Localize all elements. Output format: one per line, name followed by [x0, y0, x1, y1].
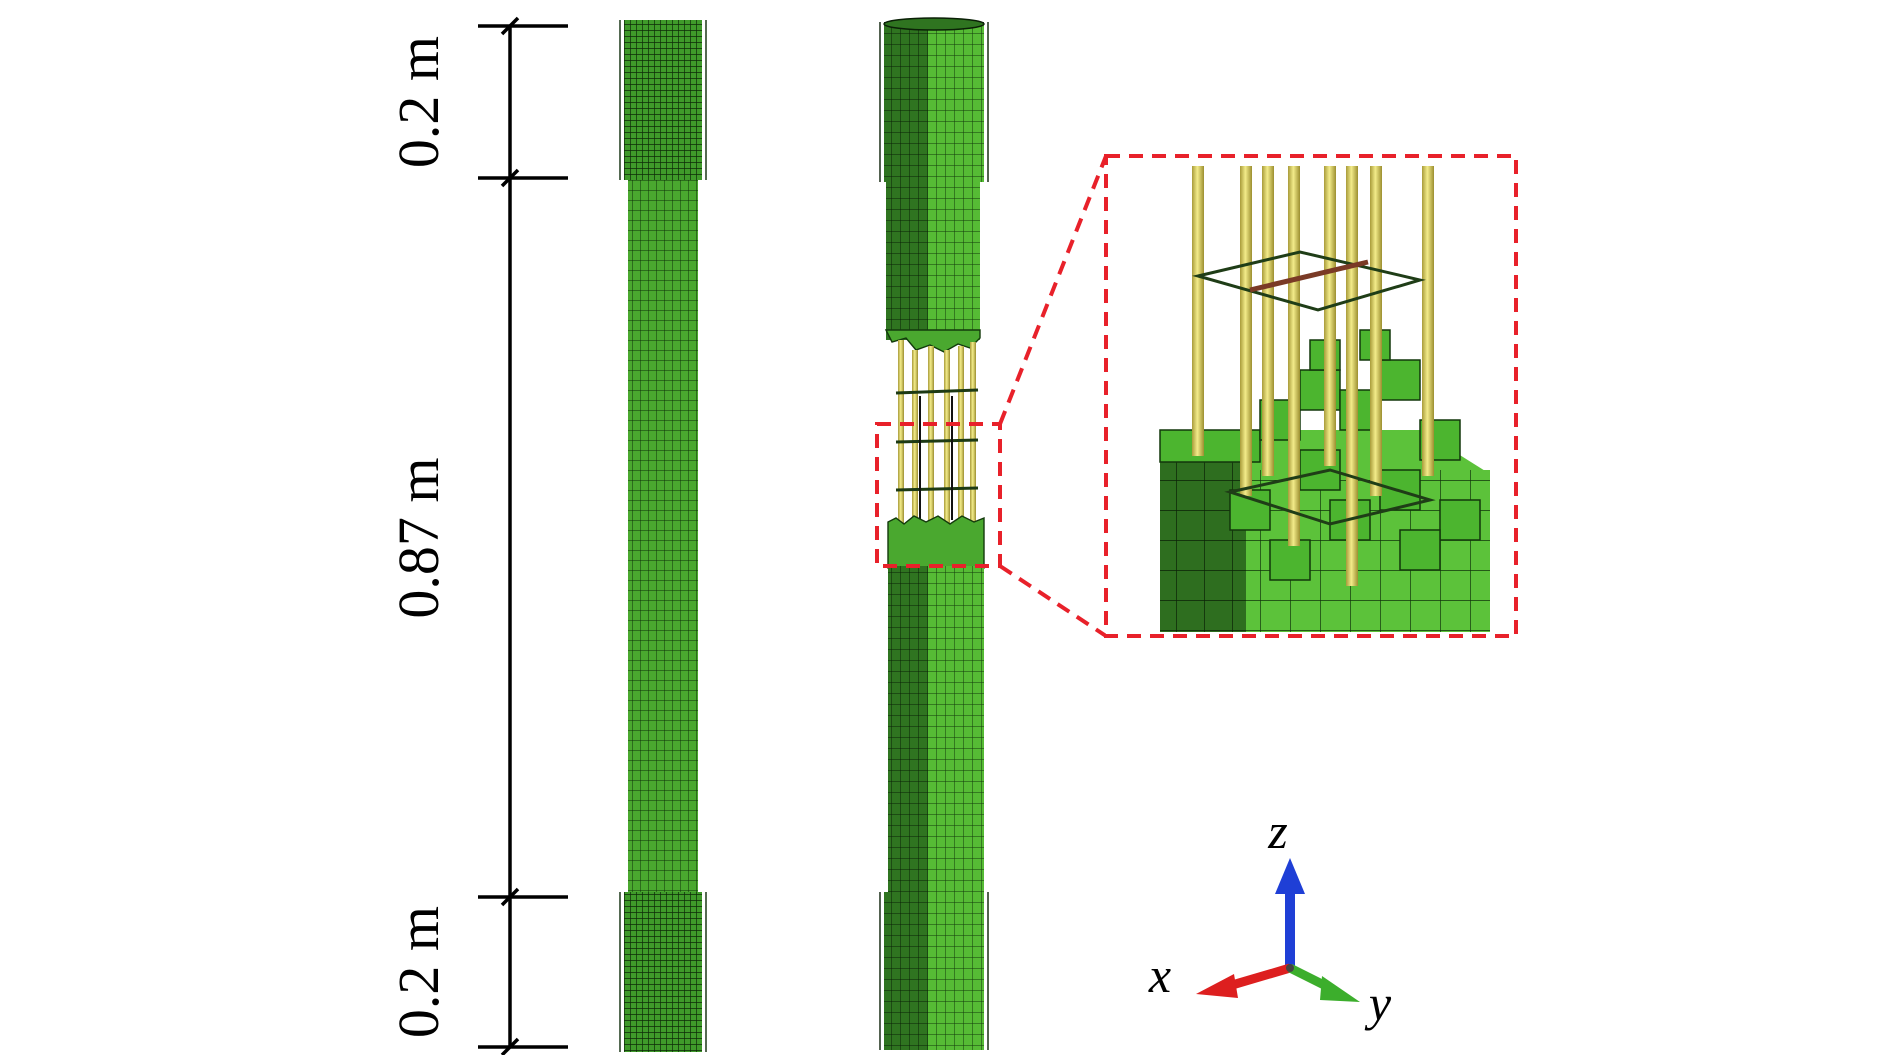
intact-column-mesh [619, 20, 707, 1052]
damaged-column-lower-side [888, 566, 928, 896]
z-axis-label: z [1267, 803, 1287, 859]
zoom-block-side [1160, 460, 1246, 632]
callout-line-top [998, 155, 1108, 425]
zoom-inset-border [1104, 154, 1518, 638]
damaged-column-top-front [928, 22, 984, 182]
dim-label-top: 0.2 m [386, 36, 451, 168]
damaged-column-lower-front [928, 566, 984, 896]
damage-zone-highlight [875, 422, 1002, 568]
intact-column-middle [628, 180, 698, 892]
exposed-rebar-cage [895, 340, 979, 532]
damaged-column-upper-front [928, 182, 980, 340]
damaged-column-upper-side [886, 182, 928, 340]
dim-label-bottom: 0.2 m [386, 906, 451, 1038]
damaged-column-bottom-front [928, 892, 984, 1050]
damaged-column-bottom-side [884, 892, 928, 1050]
intact-column-bottom-block [624, 892, 702, 1052]
dim-label-middle: 0.87 m [386, 457, 451, 618]
y-axis-label: y [1364, 975, 1392, 1031]
x-axis-label: x [1148, 947, 1171, 1003]
damaged-column-top-side [884, 22, 928, 182]
damaged-column-model [879, 17, 989, 1050]
intact-column-top-block [624, 20, 702, 180]
zoom-inset [1104, 154, 1518, 638]
zoom-rebars [1192, 166, 1434, 586]
dimension-line [478, 16, 568, 1055]
zoom-stirrups [1192, 250, 1436, 526]
coordinate-triad [1196, 858, 1360, 1002]
callout-line-bottom [998, 564, 1108, 638]
